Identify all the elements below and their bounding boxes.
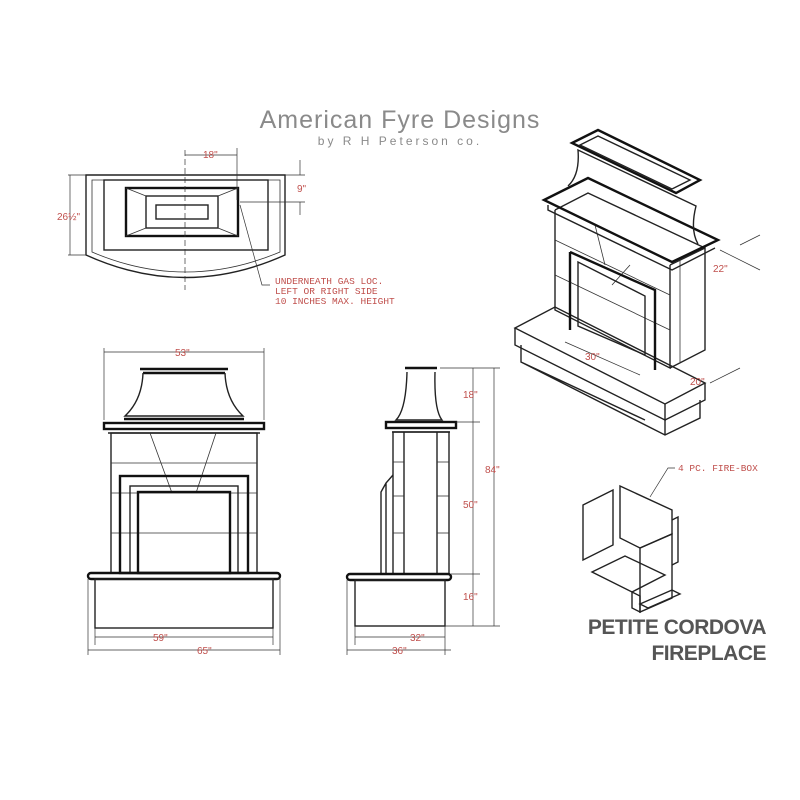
dim-side-base-inner: 32": [410, 633, 425, 644]
dim-side-body: 50": [463, 500, 478, 511]
dim-top-opening: 18": [203, 150, 218, 161]
firebox-view: 4 PC. FIRE-BOX: [582, 463, 758, 614]
dim-front-base-inner: 59": [153, 633, 168, 644]
side-view: 18" 50" 16" 84" 32" 36": [345, 366, 500, 657]
dim-top-depth: 26½": [57, 212, 80, 223]
isometric-view: 22" 20" 30": [513, 128, 761, 436]
dim-iso-base-depth: 20": [690, 377, 705, 388]
dim-side-total: 84": [485, 465, 500, 476]
dim-side-base: 16": [463, 592, 478, 603]
dim-side-base-depth: 36": [392, 646, 407, 657]
dim-front-base-width: 65": [197, 646, 212, 657]
gas-note-line2: LEFT OR RIGHT SIDE: [275, 286, 378, 297]
dim-front-top-width: 53": [175, 348, 190, 359]
gas-note-line1: UNDERNEATH GAS LOC.: [275, 276, 383, 287]
top-view: 18" 9" 26½" UNDERNEATH GAS LOC. LEFT OR …: [57, 148, 395, 307]
dim-iso-depth: 22": [713, 264, 728, 275]
firebox-label: 4 PC. FIRE-BOX: [678, 463, 758, 474]
dim-iso-firebox: 30": [585, 352, 600, 363]
brand-logo: American Fyre Designs: [259, 106, 541, 134]
product-title-line2: FIREPLACE: [651, 642, 766, 665]
brand-tagline: by R H Peterson co.: [317, 134, 483, 148]
front-view: 53" 59" 65": [86, 348, 282, 657]
dim-gas-offset: 9": [297, 184, 307, 195]
dim-side-chimney: 18": [463, 390, 478, 401]
gas-note-line3: 10 INCHES MAX. HEIGHT: [275, 296, 395, 307]
product-title-line1: PETITE CORDOVA: [587, 616, 767, 639]
